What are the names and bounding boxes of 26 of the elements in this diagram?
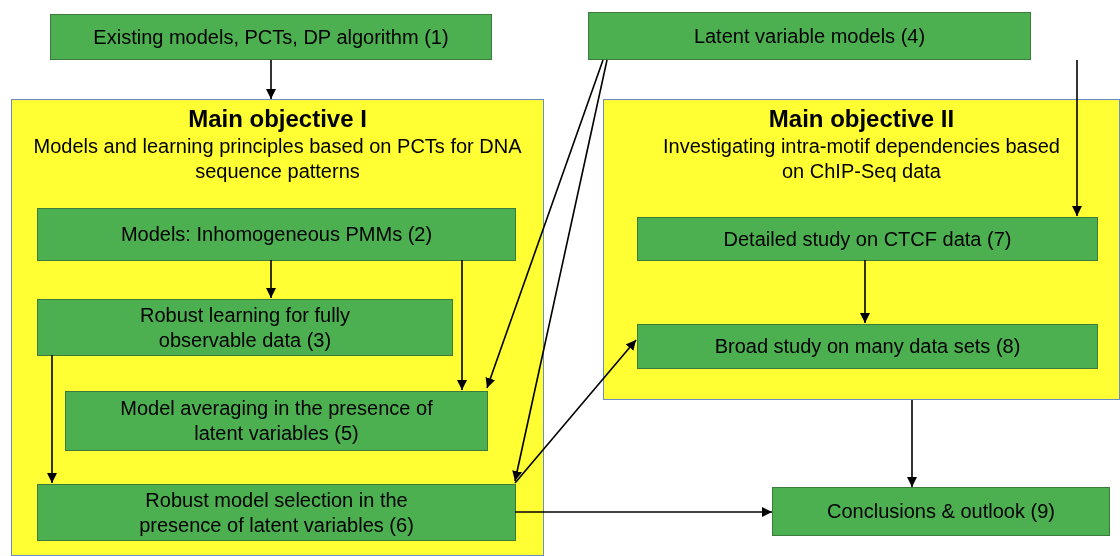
objective-panel (11, 99, 544, 556)
panel-description: Models and learning principles based on PCTs for DNA sequence patterns (32, 134, 523, 184)
arrow (907, 399, 917, 488)
panel-description: Investigating intra-motif dependencies based on ChIP-Seq data (662, 134, 1061, 184)
process-box: Latent variable models (4) (588, 12, 1031, 60)
process-box: Models: Inhomogeneous PMMs (2) (37, 208, 516, 261)
arrow (514, 507, 773, 517)
process-box: Conclusions & outlook (9) (772, 487, 1110, 536)
process-box: Detailed study on CTCF data (7) (637, 217, 1098, 261)
process-box: Existing models, PCTs, DP algorithm (1) (50, 14, 492, 60)
arrow (266, 59, 276, 100)
arrow (1072, 59, 1082, 217)
process-box: Model averaging in the presence of latent variables (5) (65, 391, 488, 451)
arrow (266, 259, 276, 299)
arrow (47, 354, 57, 484)
arrow (485, 59, 604, 389)
panel-heading: Main objective I (188, 104, 367, 134)
arrow (860, 259, 870, 324)
objective-panel (603, 99, 1120, 400)
arrow (514, 339, 637, 484)
arrow (457, 259, 467, 391)
arrow (512, 59, 608, 482)
process-box: Robust model selection in the presence of latent variables (6) (37, 484, 516, 541)
process-box: Broad study on many data sets (8) (637, 324, 1098, 369)
panel-heading: Main objective II (768, 104, 955, 134)
process-box: Robust learning for fully observable data (3) (37, 299, 453, 356)
